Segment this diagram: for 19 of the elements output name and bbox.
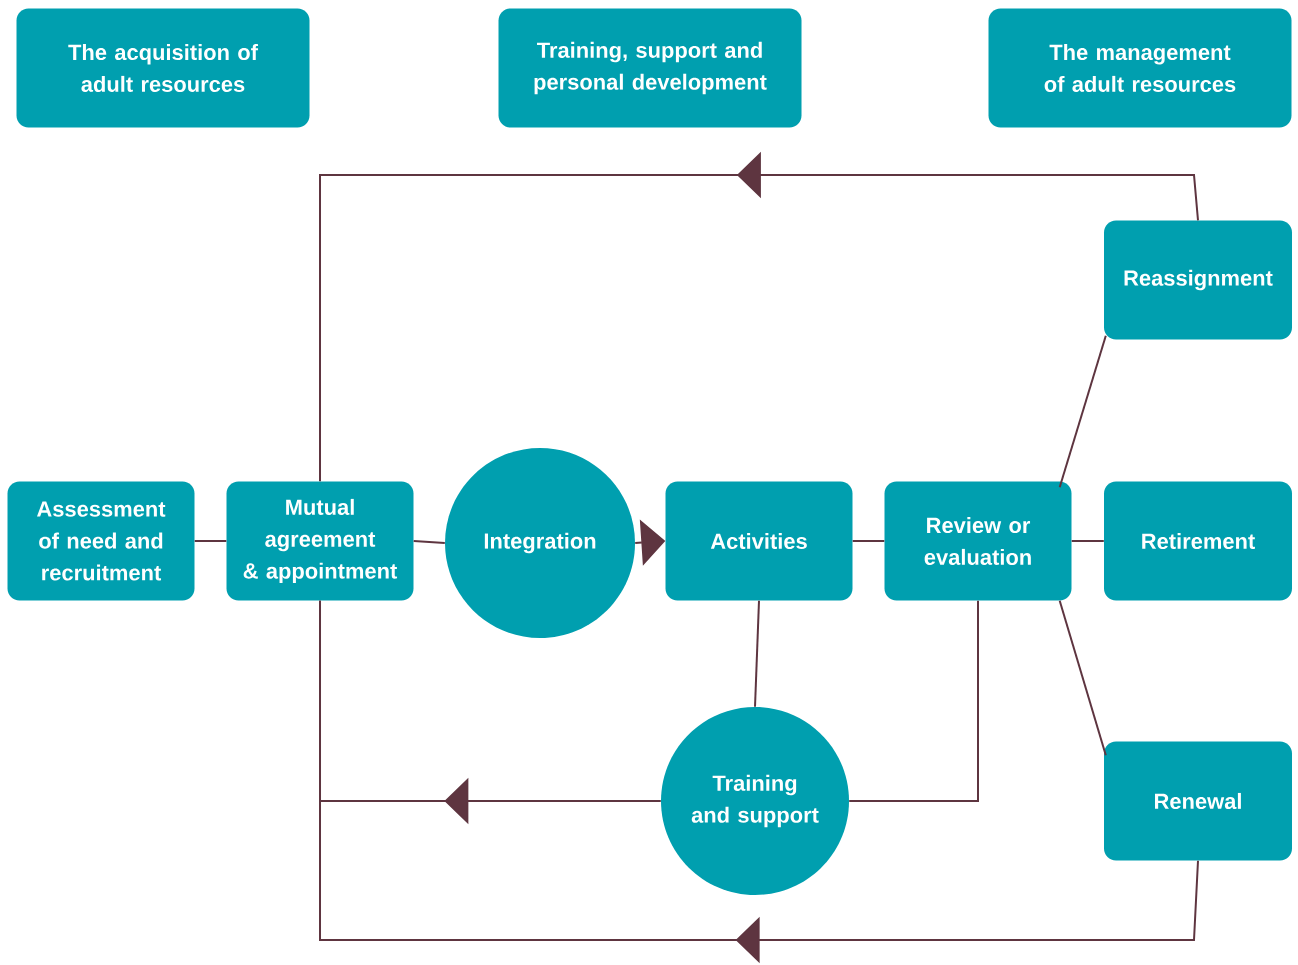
- process-box: Mutual agreement & appointment: [226, 481, 414, 601]
- process-box: Review or evaluation: [884, 481, 1072, 601]
- connector: [848, 599, 979, 802]
- process-box: Retirement: [1104, 481, 1292, 601]
- connector: [412, 540, 446, 544]
- process-box: Reassignment: [1104, 220, 1292, 340]
- process-box: Renewal: [1104, 741, 1292, 861]
- process-box: Assessment of need and recruitment: [7, 481, 195, 601]
- connector: [1058, 599, 1107, 757]
- connector: [193, 540, 228, 542]
- connector: [319, 599, 1199, 964]
- connector: [1058, 334, 1107, 489]
- connector: [1070, 540, 1105, 542]
- connector: [754, 599, 760, 708]
- heading-box: The management of adult resources: [988, 8, 1292, 128]
- heading-box: Training, support and personal development: [498, 8, 802, 128]
- connector: [851, 540, 886, 542]
- heading-box: The acquisition of adult resources: [16, 8, 310, 128]
- process-box: Activities: [665, 481, 853, 601]
